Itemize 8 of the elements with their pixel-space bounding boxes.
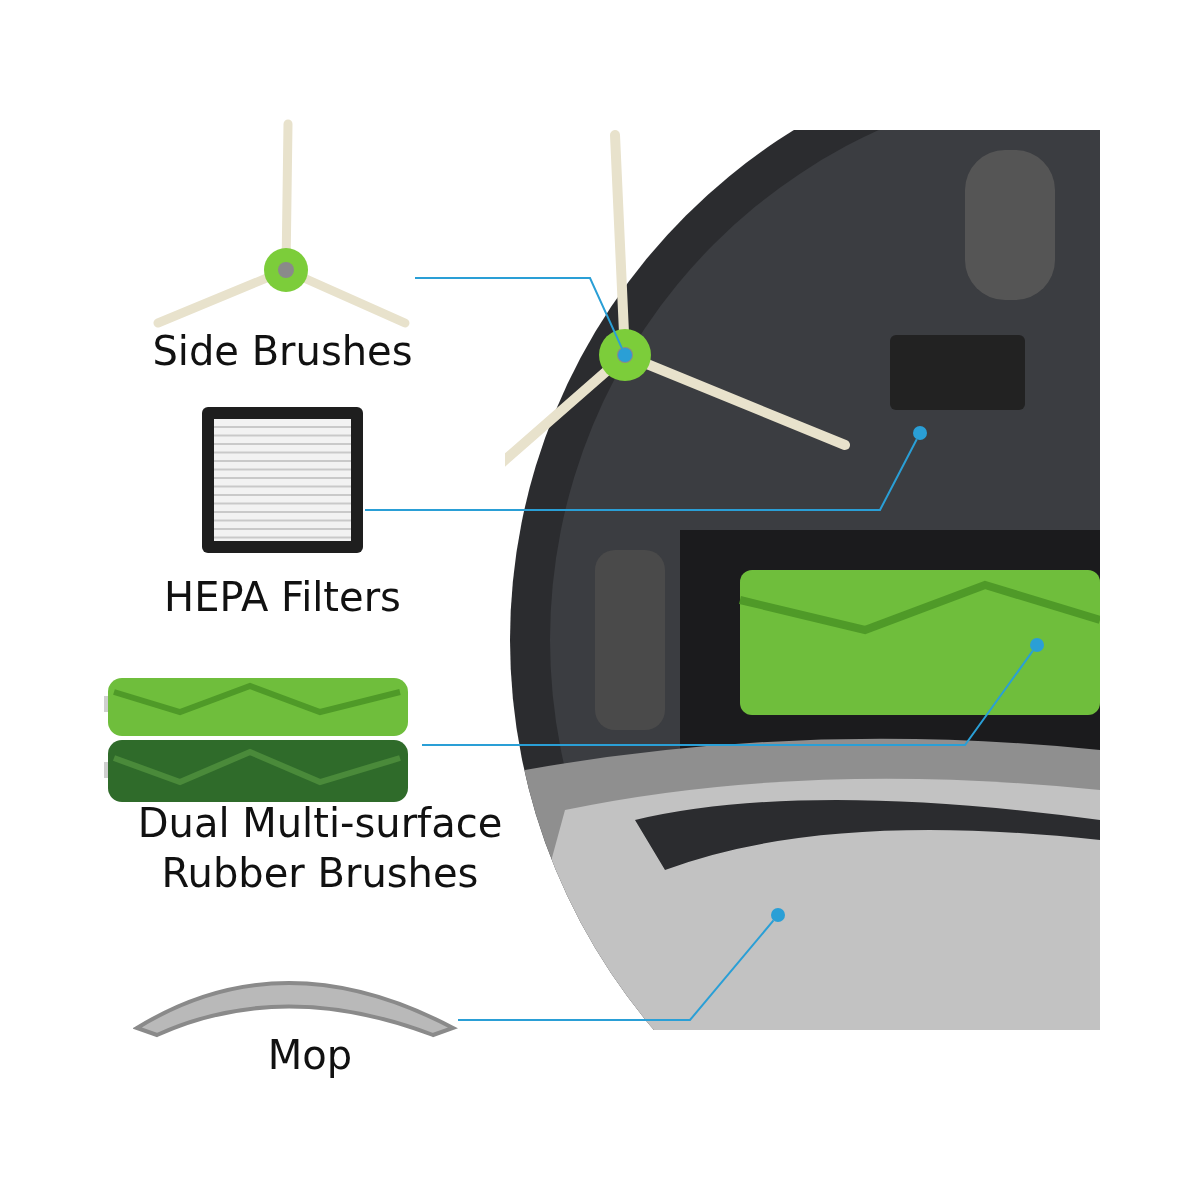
part-caption: Mop — [266, 1031, 354, 1080]
leader-line — [364, 438, 918, 511]
leader-line — [457, 919, 775, 1021]
part-caption: Side Brushes — [151, 327, 414, 376]
part-caption: Dual Multi-surface Rubber Brushes — [136, 799, 504, 898]
part-caption: HEPA Filters — [163, 573, 402, 622]
leader-line — [414, 277, 624, 350]
leader-line — [421, 649, 1034, 746]
